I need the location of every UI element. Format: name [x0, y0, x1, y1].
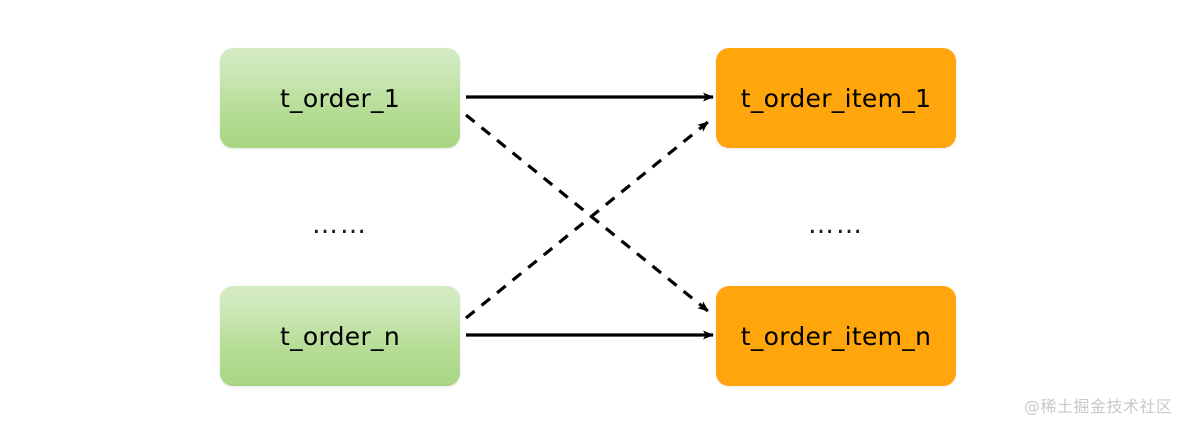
edge-ordern-to-item1: [464, 120, 710, 320]
node-label-t-order-item-1: t_order_item_1: [740, 83, 932, 113]
node-t-order-n[interactable]: t_order_n: [220, 286, 460, 386]
node-t-order-item-1[interactable]: t_order_item_1: [716, 48, 956, 148]
node-t-order-item-n[interactable]: t_order_item_n: [716, 286, 956, 386]
ellipsis-left: ……: [312, 210, 368, 240]
node-label-t-order-item-n: t_order_item_n: [740, 321, 932, 351]
node-t-order-1[interactable]: t_order_1: [220, 48, 460, 148]
node-label-t-order-1: t_order_1: [279, 83, 401, 113]
edge-order1-to-itemn: [464, 113, 710, 313]
ellipsis-right: ……: [808, 210, 864, 240]
watermark: @稀土掘金技术社区: [1024, 397, 1173, 416]
node-label-t-order-n: t_order_n: [279, 321, 400, 351]
